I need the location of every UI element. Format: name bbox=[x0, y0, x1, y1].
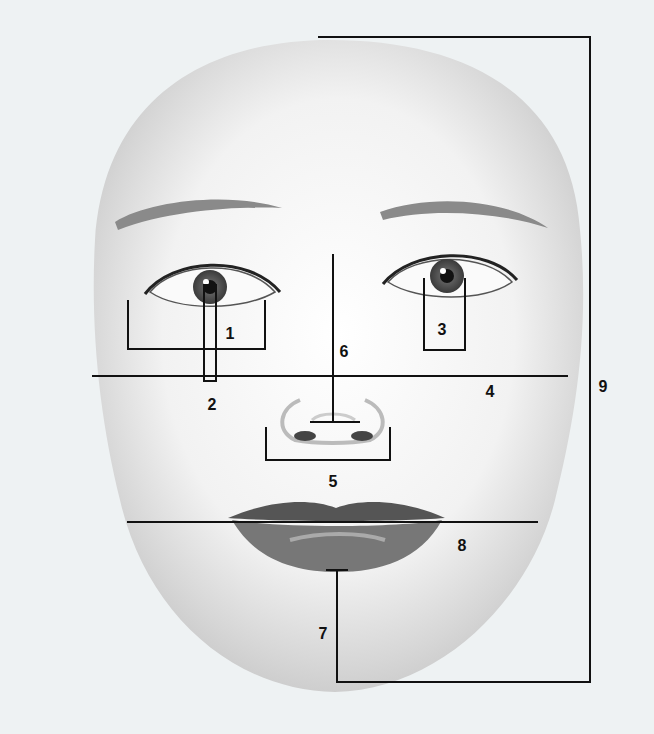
callout-number: 5 bbox=[329, 474, 338, 490]
callout-number: 7 bbox=[319, 626, 328, 642]
callout-number: 1 bbox=[226, 326, 235, 342]
eye bbox=[383, 256, 517, 297]
callout-number: 8 bbox=[458, 538, 467, 554]
eyebrow bbox=[380, 201, 548, 228]
callout-number: 4 bbox=[486, 384, 495, 400]
measure-lines bbox=[92, 37, 590, 682]
lips bbox=[228, 502, 445, 572]
face-outline bbox=[94, 40, 583, 692]
callout-number: 9 bbox=[599, 379, 608, 395]
callout-number: 6 bbox=[340, 344, 349, 360]
eyebrow bbox=[115, 200, 282, 230]
callout-number: 3 bbox=[438, 322, 447, 338]
callout-number: 2 bbox=[208, 397, 217, 413]
